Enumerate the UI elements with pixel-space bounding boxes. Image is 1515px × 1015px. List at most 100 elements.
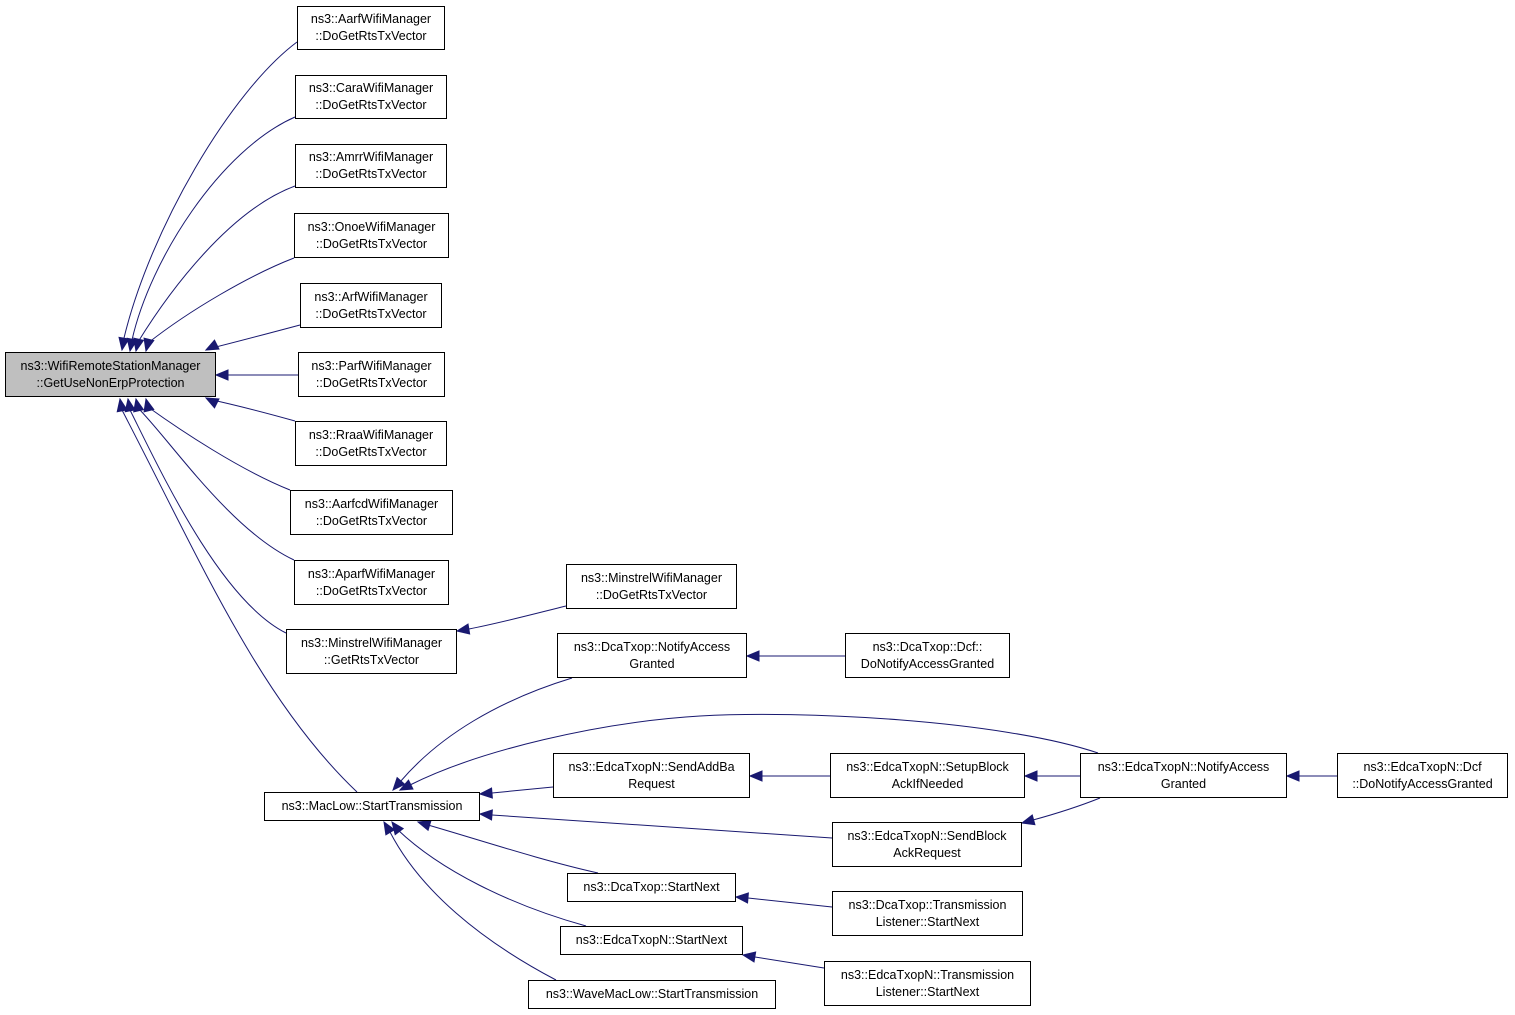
node-dca-translistener[interactable]: ns3::DcaTxop::Transmission Listener::Sta… <box>832 891 1023 936</box>
arrowhead-edcaSetup-to-edcaAddBa <box>748 770 763 782</box>
node-edca-addba[interactable]: ns3::EdcaTxopN::SendAddBa Request <box>553 753 750 798</box>
node-edca-notify-line2: Granted <box>1160 776 1207 791</box>
edge-edcaNext-to-macStart <box>391 820 587 927</box>
node-aarfcd[interactable]: ns3::AarfcdWifiManager ::DoGetRtsTxVecto… <box>290 490 453 535</box>
node-root: ns3::WifiRemoteStationManager ::GetUseNo… <box>5 352 216 397</box>
node-aparf[interactable]: ns3::AparfWifiManager ::DoGetRtsTxVector <box>294 560 449 605</box>
edge-aarfcd-to-root <box>143 397 291 491</box>
node-parf-line1: ns3::ParfWifiManager <box>311 358 432 373</box>
arrowhead-edcaNotify-to-edcaSetup <box>1023 770 1038 782</box>
node-dca-startnext-line1: ns3::DcaTxop::StartNext <box>583 880 720 894</box>
edge-edcaDcf-to-edcaNotify <box>1285 770 1337 782</box>
edge-onoe-to-root <box>143 257 295 353</box>
node-edca-notify[interactable]: ns3::EdcaTxopN::NotifyAccess Granted <box>1080 753 1287 798</box>
arrowhead-edcaBar-to-macStart <box>478 809 493 821</box>
node-dca-translistener-line2: Listener::StartNext <box>875 914 980 929</box>
node-edca-translistener-line1: ns3::EdcaTxopN::Transmission <box>840 967 1015 982</box>
edge-rraa-to-root <box>204 397 296 422</box>
node-dca-dcf-line2: DoNotifyAccessGranted <box>860 656 995 671</box>
node-dca-translistener-line1: ns3::DcaTxop::Transmission <box>848 897 1007 912</box>
node-parf[interactable]: ns3::ParfWifiManager ::DoGetRtsTxVector <box>298 352 445 397</box>
node-aparf-line1: ns3::AparfWifiManager <box>307 566 436 581</box>
node-maclow-start-line1: ns3::MacLow::StartTransmission <box>281 799 463 813</box>
edge-edcaNotify-to-edcaSetup <box>1023 770 1080 782</box>
arrowhead-aarfcd-to-root <box>143 397 155 413</box>
arrowhead-edcaNotify-to-edcaBar <box>1020 814 1036 826</box>
node-rraa-line1: ns3::RraaWifiManager <box>308 427 434 442</box>
arrowhead-aarf-to-root <box>118 336 130 352</box>
node-dca-notify-line1: ns3::DcaTxop::NotifyAccess <box>573 639 731 654</box>
node-minstrel-do-line2: ::DoGetRtsTxVector <box>595 587 708 602</box>
node-edca-translistener[interactable]: ns3::EdcaTxopN::Transmission Listener::S… <box>824 961 1031 1006</box>
node-cara-line2: ::DoGetRtsTxVector <box>315 98 427 112</box>
node-aparf-line2: ::DoGetRtsTxVector <box>315 583 428 598</box>
arrowhead-dcaNext-to-macStart <box>416 820 432 832</box>
node-wavemaclow-start[interactable]: ns3::WaveMacLow::StartTransmission <box>528 980 776 1009</box>
node-arf[interactable]: ns3::ArfWifiManager ::DoGetRtsTxVector <box>300 283 442 328</box>
arrowhead-edcaDcf-to-edcaNotify <box>1285 770 1300 782</box>
node-onoe[interactable]: ns3::OnoeWifiManager ::DoGetRtsTxVector <box>294 213 449 258</box>
node-edca-dcf[interactable]: ns3::EdcaTxopN::Dcf ::DoNotifyAccessGran… <box>1337 753 1508 798</box>
node-dca-startnext[interactable]: ns3::DcaTxop::StartNext <box>567 873 736 902</box>
node-parf-line2: ::DoGetRtsTxVector <box>315 375 428 390</box>
arrowhead-amrr-to-root <box>133 337 145 353</box>
node-edca-setup-line1: ns3::EdcaTxopN::SetupBlock <box>846 759 1009 774</box>
node-dca-dcf[interactable]: ns3::DcaTxop::Dcf:: DoNotifyAccessGrante… <box>845 633 1010 678</box>
node-minstrel-do-line1: ns3::MinstrelWifiManager <box>580 570 722 585</box>
node-edca-dcf-line2: ::DoNotifyAccessGranted <box>1352 776 1493 791</box>
node-minstrel-get-line2: ::GetRtsTxVector <box>323 652 420 667</box>
node-minstrel-get[interactable]: ns3::MinstrelWifiManager ::GetRtsTxVecto… <box>286 629 457 674</box>
node-maclow-start[interactable]: ns3::MacLow::StartTransmission <box>264 792 480 821</box>
node-edca-sendblock-line1: ns3::EdcaTxopN::SendBlock <box>847 828 1007 843</box>
node-edca-setup[interactable]: ns3::EdcaTxopN::SetupBlock AckIfNeeded <box>830 753 1025 798</box>
edge-edcaNotify-to-edcaBar <box>1020 797 1101 826</box>
edge-aparf-to-root <box>133 397 295 561</box>
node-edca-addba-line2: Request <box>628 776 675 791</box>
node-rraa-line2: ::DoGetRtsTxVector <box>315 444 427 459</box>
node-dca-dcf-line1: ns3::DcaTxop::Dcf:: <box>872 639 983 654</box>
node-dca-notify-line2: Granted <box>629 656 675 671</box>
node-onoe-line2: ::DoGetRtsTxVector <box>315 236 428 251</box>
arrowhead-parf-to-root <box>214 369 229 381</box>
node-dca-notify[interactable]: ns3::DcaTxop::NotifyAccess Granted <box>557 633 747 678</box>
node-arf-line1: ns3::ArfWifiManager <box>314 289 428 304</box>
edge-dcaDcf-to-dcaNotify <box>745 650 845 662</box>
arrowhead-dcaDcf-to-dcaNotify <box>745 650 760 662</box>
edge-waveStart-to-macStart <box>383 820 557 981</box>
arrowhead-minGet-to-root <box>124 397 136 413</box>
node-edca-notify-line1: ns3::EdcaTxopN::NotifyAccess <box>1097 759 1270 774</box>
node-edca-sendblock[interactable]: ns3::EdcaTxopN::SendBlock AckRequest <box>832 822 1022 867</box>
node-root-line1: ns3::WifiRemoteStationManager <box>20 358 201 373</box>
node-edca-dcf-line1: ns3::EdcaTxopN::Dcf <box>1363 759 1482 774</box>
arrowhead-edcaNext-to-macStart <box>391 820 405 836</box>
edge-edcaNotify-to-macStart <box>398 713 1099 791</box>
node-aarf[interactable]: ns3::AarfWifiManager ::DoGetRtsTxVector <box>297 6 445 50</box>
node-root-line2: ::GetUseNonErpProtection <box>36 375 185 390</box>
arrowhead-rraa-to-root <box>204 397 220 409</box>
node-amrr-line1: ns3::AmrrWifiManager <box>308 150 434 164</box>
edge-macStart-to-root <box>116 397 358 793</box>
node-aarf-line1: ns3::AarfWifiManager <box>310 12 432 26</box>
node-edca-startnext[interactable]: ns3::EdcaTxopN::StartNext <box>560 926 743 955</box>
edge-cara-to-root <box>126 116 296 353</box>
node-amrr[interactable]: ns3::AmrrWifiManager ::DoGetRtsTxVector <box>295 144 447 188</box>
node-minstrel-do[interactable]: ns3::MinstrelWifiManager ::DoGetRtsTxVec… <box>566 564 737 609</box>
edge-edcaAddBa-to-macStart <box>478 786 554 799</box>
node-cara[interactable]: ns3::CaraWifiManager ::DoGetRtsTxVector <box>295 75 447 119</box>
arrowhead-waveStart-to-macStart <box>383 820 396 836</box>
node-aarfcd-line2: ::DoGetRtsTxVector <box>315 513 428 528</box>
node-edca-addba-line1: ns3::EdcaTxopN::SendAddBa <box>568 759 735 774</box>
arrowhead-onoe-to-root <box>143 337 155 353</box>
edge-minGet-to-root <box>124 397 287 634</box>
edge-edcaTL-to-edcaNext <box>741 951 825 969</box>
edge-arf-to-root <box>204 324 301 351</box>
node-aarf-line2: ::DoGetRtsTxVector <box>315 29 427 43</box>
node-aarfcd-line1: ns3::AarfcdWifiManager <box>304 496 439 511</box>
edge-parf-to-root <box>214 369 298 381</box>
node-edca-setup-line2: AckIfNeeded <box>891 776 964 791</box>
edge-dcaNext-to-macStart <box>416 820 599 874</box>
node-minstrel-get-line1: ns3::MinstrelWifiManager <box>300 635 442 650</box>
node-edca-startnext-line1: ns3::EdcaTxopN::StartNext <box>575 933 728 947</box>
edge-dcaTL-to-dcaNext <box>734 892 833 908</box>
node-rraa[interactable]: ns3::RraaWifiManager ::DoGetRtsTxVector <box>295 421 447 466</box>
